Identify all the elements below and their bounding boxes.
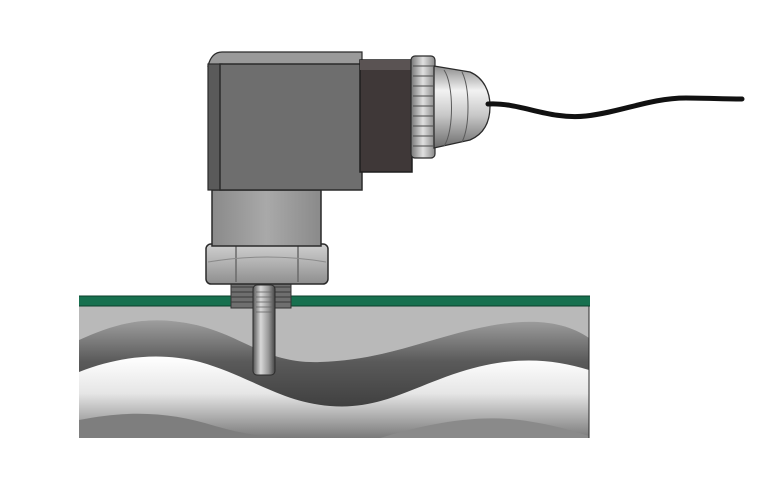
probe — [230, 281, 292, 376]
knurl-lines — [413, 65, 433, 147]
gland-cap — [433, 65, 491, 149]
housing-collar-highlight — [360, 60, 412, 70]
cable-gland — [410, 55, 491, 159]
probe-rod-thread — [256, 291, 272, 313]
cable — [485, 95, 745, 120]
housing-front-face — [219, 63, 363, 191]
surface-section — [79, 306, 589, 438]
wave-top-band — [79, 306, 589, 363]
wave-bottom-right — [380, 418, 589, 438]
knurled-ring — [410, 55, 436, 159]
gland-cap-facet-2 — [461, 71, 469, 143]
gland-cap-facet — [443, 69, 452, 147]
housing-collar — [359, 59, 413, 173]
connector-housing — [207, 51, 413, 191]
wave-light — [79, 356, 589, 438]
green-strip — [79, 296, 590, 306]
probe-rod — [252, 284, 276, 376]
hex-nut — [205, 243, 329, 285]
housing-neck — [211, 189, 322, 247]
wave-bottom — [79, 413, 320, 438]
